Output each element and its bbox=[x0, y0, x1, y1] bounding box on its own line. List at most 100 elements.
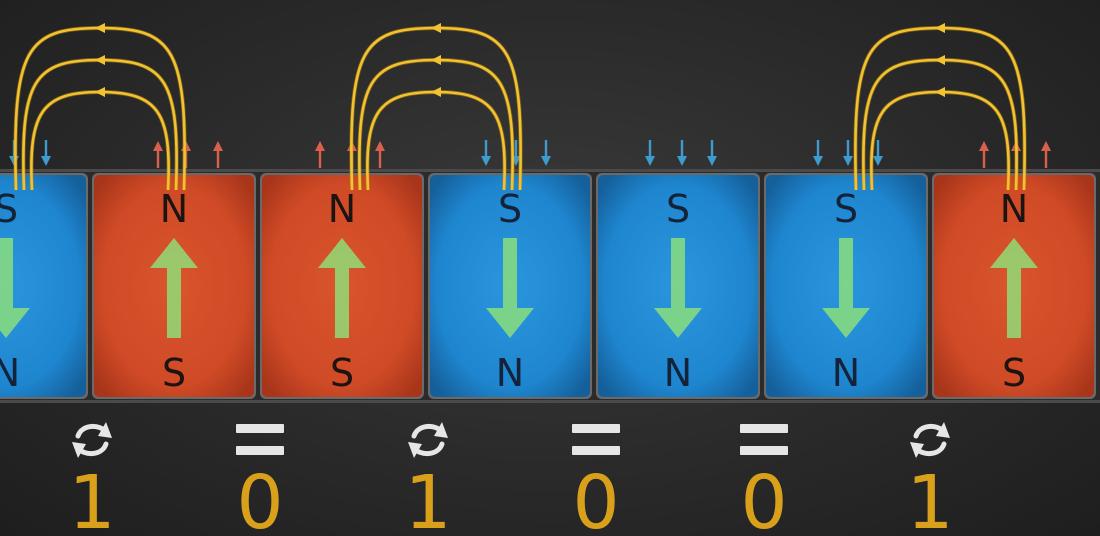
arrow-head bbox=[318, 238, 366, 268]
bottom-pole-label: N bbox=[0, 351, 20, 395]
small-down-arrow-icon bbox=[645, 140, 655, 166]
bit-digit: 0 bbox=[236, 460, 283, 536]
arrow-tip bbox=[481, 156, 491, 166]
small-up-arrow-icon bbox=[375, 141, 385, 168]
arrow-head bbox=[486, 308, 534, 338]
swap-icon bbox=[408, 422, 448, 458]
small-up-arrow-icon bbox=[213, 141, 223, 168]
bottom-pole-label: N bbox=[664, 351, 692, 395]
field-arrow-icon bbox=[95, 55, 105, 65]
equals-icon bbox=[236, 424, 284, 455]
bit-digit: 1 bbox=[906, 460, 953, 536]
swap-upper-head bbox=[936, 422, 950, 438]
magnet-1 bbox=[0, 173, 88, 399]
top-pole-label: N bbox=[160, 187, 188, 231]
field-line-shadow bbox=[13, 25, 187, 191]
magnet-strip bbox=[0, 169, 1100, 403]
small-up-arrow-icon bbox=[153, 141, 163, 168]
magnet-4 bbox=[428, 173, 592, 399]
arrow-tip bbox=[375, 141, 385, 151]
arrow-tip bbox=[645, 156, 655, 166]
small-down-arrow-icon bbox=[41, 140, 51, 166]
small-up-arrow-icon bbox=[979, 141, 989, 168]
small-down-arrow-icon bbox=[707, 140, 717, 166]
equals-bar-top bbox=[740, 424, 788, 433]
field-arrow-icon bbox=[935, 55, 945, 65]
small-up-arrow-icon bbox=[1041, 141, 1051, 168]
field-line bbox=[14, 26, 186, 191]
arrow-down-icon bbox=[0, 238, 30, 338]
field-arrow-icon bbox=[95, 23, 105, 33]
equals-icon bbox=[572, 424, 620, 455]
small-down-arrow-icon bbox=[677, 140, 687, 166]
bit-digit: 0 bbox=[572, 460, 619, 536]
arrow-up-icon bbox=[318, 238, 366, 338]
arrow-tip bbox=[315, 141, 325, 151]
arrow-down-icon bbox=[822, 238, 870, 338]
arrow-tip bbox=[843, 156, 853, 166]
bottom-pole-label: N bbox=[832, 351, 860, 395]
equals-bar-bottom bbox=[740, 446, 788, 455]
small-down-arrow-icon bbox=[813, 140, 823, 166]
transition-4: 0 bbox=[572, 424, 620, 536]
magnet-2 bbox=[92, 173, 256, 399]
arrow-tip bbox=[873, 156, 883, 166]
field-arrow-icon bbox=[935, 23, 945, 33]
equals-icon bbox=[740, 424, 788, 455]
arrow-down-icon bbox=[486, 238, 534, 338]
field-arrow-icon bbox=[431, 55, 441, 65]
small-down-arrow-icon bbox=[481, 140, 491, 166]
arrow-head bbox=[150, 238, 198, 268]
arrow-down-icon bbox=[654, 238, 702, 338]
arrow-tip bbox=[41, 156, 51, 166]
equals-bar-bottom bbox=[572, 446, 620, 455]
magnet-6 bbox=[764, 173, 928, 399]
transition-3: 1 bbox=[404, 422, 452, 536]
arrow-tip bbox=[707, 156, 717, 166]
bit-digit: 1 bbox=[404, 460, 451, 536]
field-arrow-icon bbox=[95, 87, 105, 97]
field-arrow-icon bbox=[431, 23, 441, 33]
equals-bar-top bbox=[572, 424, 620, 433]
arrow-head bbox=[822, 308, 870, 338]
arrow-head bbox=[990, 238, 1038, 268]
arrow-tip bbox=[541, 156, 551, 166]
swap-upper-head bbox=[434, 422, 448, 438]
top-pole-label: S bbox=[666, 187, 690, 231]
top-pole-label: S bbox=[834, 187, 858, 231]
arrow-shaft bbox=[1007, 266, 1021, 338]
field-line bbox=[350, 26, 522, 191]
field-line-shadow bbox=[853, 25, 1027, 191]
magnet-3 bbox=[260, 173, 424, 399]
top-pole-label: N bbox=[328, 187, 356, 231]
small-down-arrow-icon bbox=[541, 140, 551, 166]
arrow-tip bbox=[213, 141, 223, 151]
field-arrow-icon bbox=[935, 87, 945, 97]
arrow-tip bbox=[813, 156, 823, 166]
arrow-head bbox=[654, 308, 702, 338]
transition-2: 0 bbox=[236, 424, 284, 536]
field-loop bbox=[349, 23, 523, 191]
surface-field-arrows bbox=[9, 140, 1051, 168]
top-pole-label: N bbox=[1000, 187, 1028, 231]
arrow-shaft bbox=[671, 238, 685, 310]
arrow-head bbox=[0, 308, 30, 338]
transition-1: 1 bbox=[68, 422, 116, 536]
magnet-5 bbox=[596, 173, 760, 399]
top-pole-label: S bbox=[498, 187, 522, 231]
small-down-arrow-icon bbox=[843, 140, 853, 166]
arrow-up-icon bbox=[990, 238, 1038, 338]
field-arrow-icon bbox=[431, 87, 441, 97]
transition-row: 1 0 1 0 0 1 bbox=[68, 422, 954, 536]
arrow-shaft bbox=[335, 266, 349, 338]
arrow-up-icon bbox=[150, 238, 198, 338]
bottom-pole-label: S bbox=[162, 351, 186, 395]
arrow-shaft bbox=[167, 266, 181, 338]
field-loop bbox=[853, 23, 1027, 191]
swap-icon bbox=[72, 422, 112, 458]
magnet-7 bbox=[932, 173, 1096, 399]
bit-digit: 1 bbox=[68, 460, 115, 536]
bottom-pole-label: S bbox=[330, 351, 354, 395]
bit-digit: 0 bbox=[740, 460, 787, 536]
